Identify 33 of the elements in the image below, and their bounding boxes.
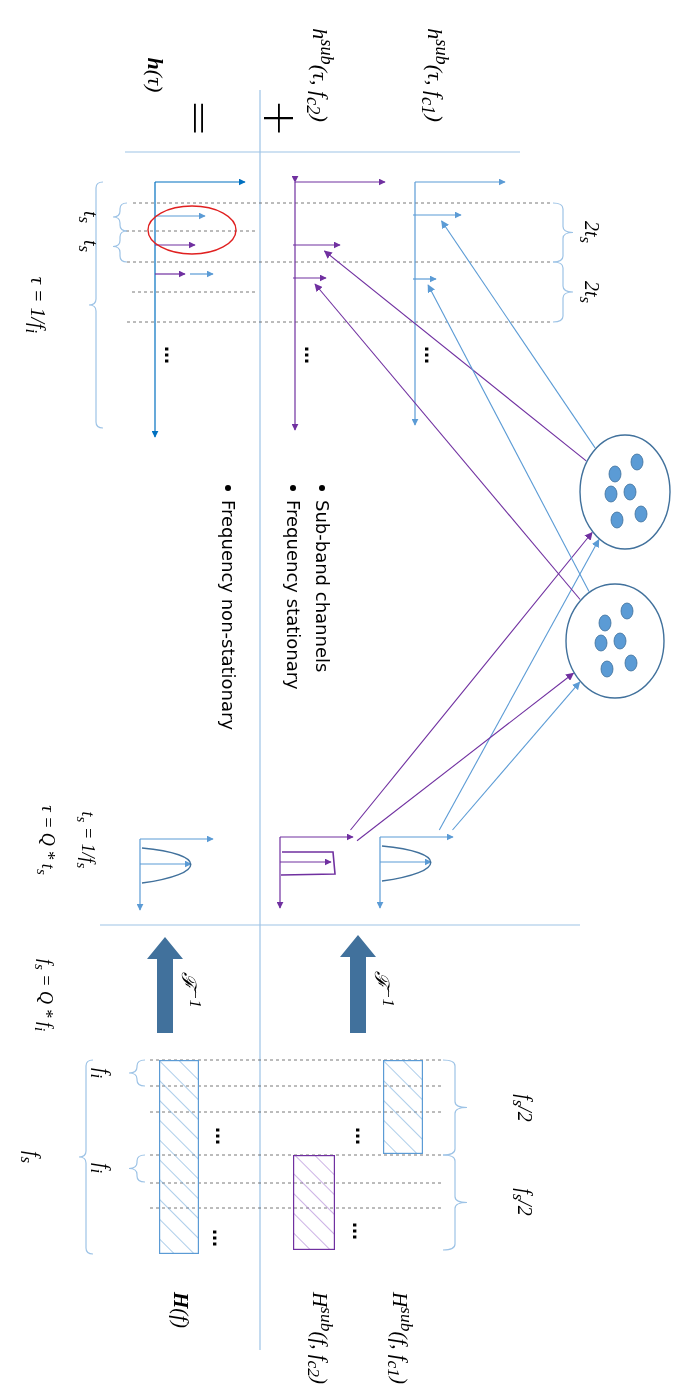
hatched-band bbox=[293, 1155, 335, 1250]
plus-sign: + bbox=[254, 98, 306, 138]
tap-arrow bbox=[293, 239, 341, 251]
formula-label: h(τ) bbox=[142, 57, 168, 93]
ellipsis: … bbox=[349, 1222, 369, 1240]
scatterer-cluster-drawing bbox=[565, 583, 665, 699]
arrow bbox=[438, 539, 600, 831]
ellipsis: … bbox=[352, 1127, 372, 1145]
hatched-band bbox=[159, 1060, 199, 1254]
equals-sign: = bbox=[174, 98, 226, 138]
hatched-band bbox=[383, 1060, 423, 1154]
arrow bbox=[451, 681, 581, 831]
bullet-text: Frequency stationary bbox=[283, 500, 303, 690]
arrow bbox=[441, 220, 596, 449]
scatterer-cluster-drawing bbox=[579, 434, 671, 550]
tap-arrow bbox=[413, 209, 462, 221]
transform-arrow bbox=[340, 935, 376, 1033]
tap-arrow bbox=[293, 272, 327, 284]
arrow bbox=[323, 250, 587, 462]
ellipsis: … bbox=[161, 346, 181, 364]
ellipsis: … bbox=[301, 346, 321, 364]
bullet-text: Sub-band channels bbox=[312, 500, 332, 673]
ellipsis: … bbox=[212, 1127, 232, 1145]
transform-arrow bbox=[147, 937, 183, 1033]
formula-label: H(f) bbox=[168, 1291, 192, 1329]
tap-arrow bbox=[413, 273, 437, 285]
ellipsis: … bbox=[421, 346, 441, 364]
arrow bbox=[356, 672, 575, 842]
ellipsis: … bbox=[209, 1229, 229, 1247]
arrow bbox=[427, 284, 590, 593]
arrow bbox=[349, 531, 593, 831]
arrow bbox=[314, 283, 581, 601]
bullet-text: Frequency non-stationary bbox=[218, 500, 238, 731]
